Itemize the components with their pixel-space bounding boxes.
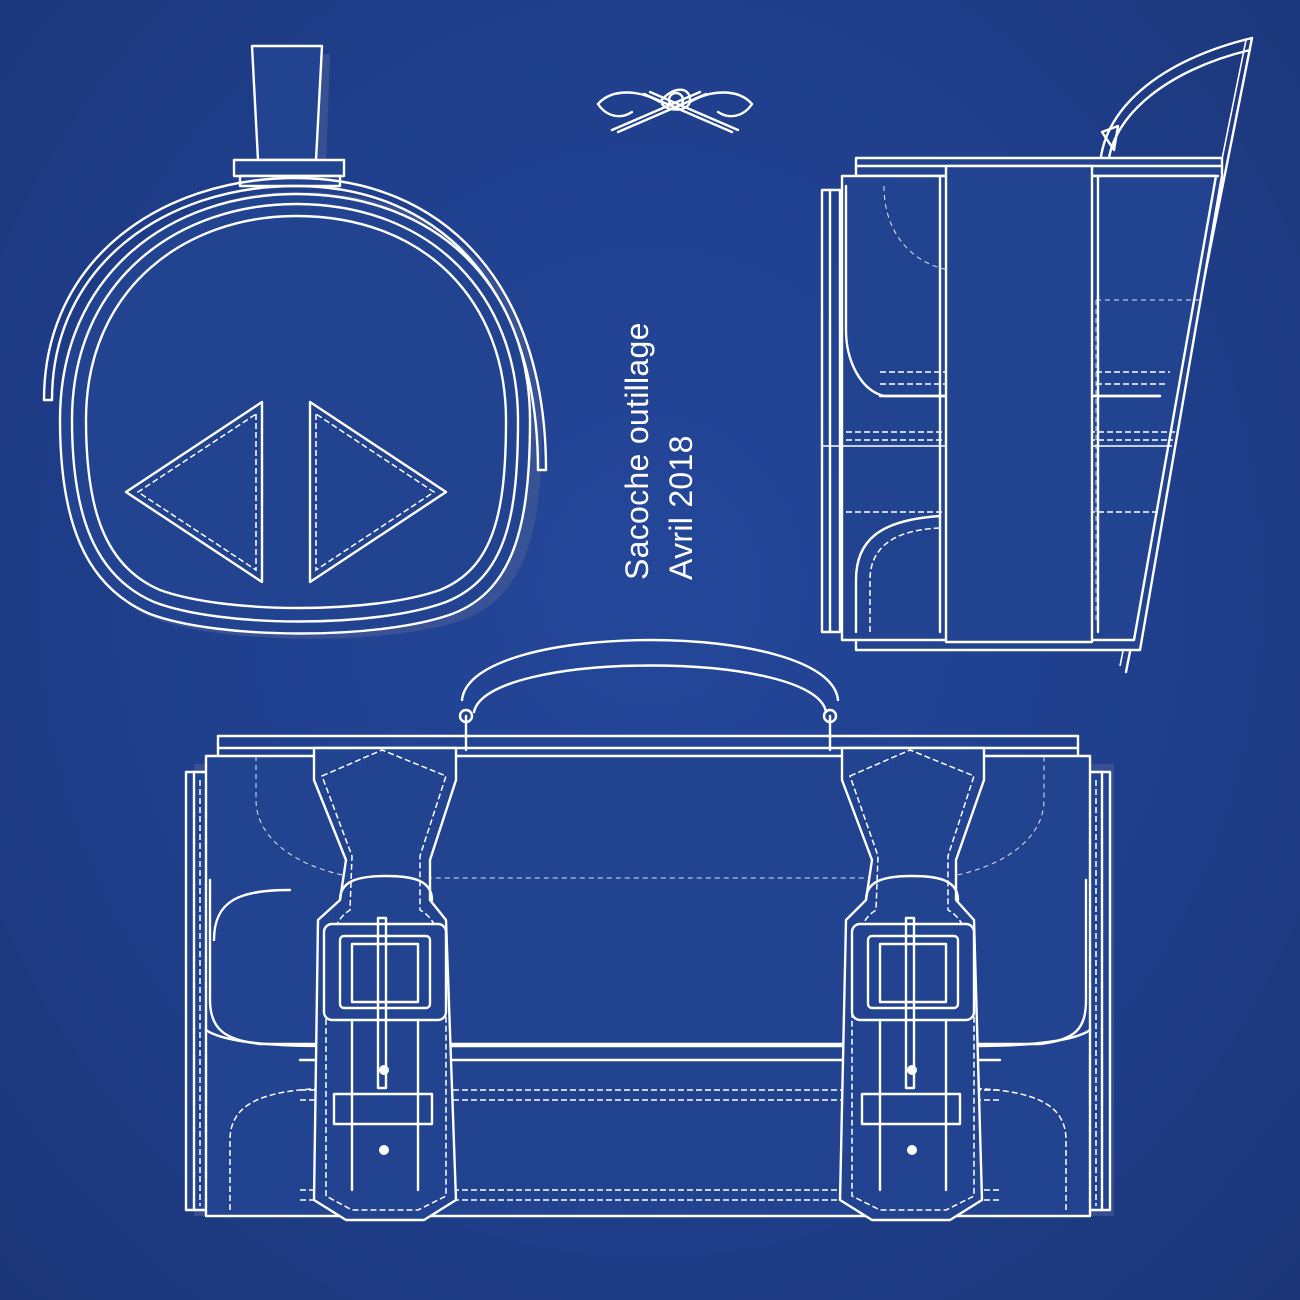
strap-hole-dot: [379, 1145, 389, 1155]
top-view-drawing: [820, 36, 1254, 674]
caption-rotated: Sacoche outillage Avril 2018: [615, 240, 703, 580]
front-view-drawing: [184, 638, 1114, 1222]
caption-block: Sacoche outillage Avril 2018: [615, 240, 715, 580]
caption-date: Avril 2018: [663, 435, 699, 580]
crossed-needles-knot-logo: [596, 88, 754, 134]
caption-title: Sacoche outillage: [619, 322, 655, 580]
left-buckle-strap: [312, 746, 458, 1222]
side-view-drawing: [42, 44, 548, 639]
strap-hole-dot: [379, 1065, 389, 1075]
strap-hole-dot: [907, 1145, 917, 1155]
strap-hole-dot: [907, 1065, 917, 1075]
right-buckle-strap: [838, 746, 986, 1222]
